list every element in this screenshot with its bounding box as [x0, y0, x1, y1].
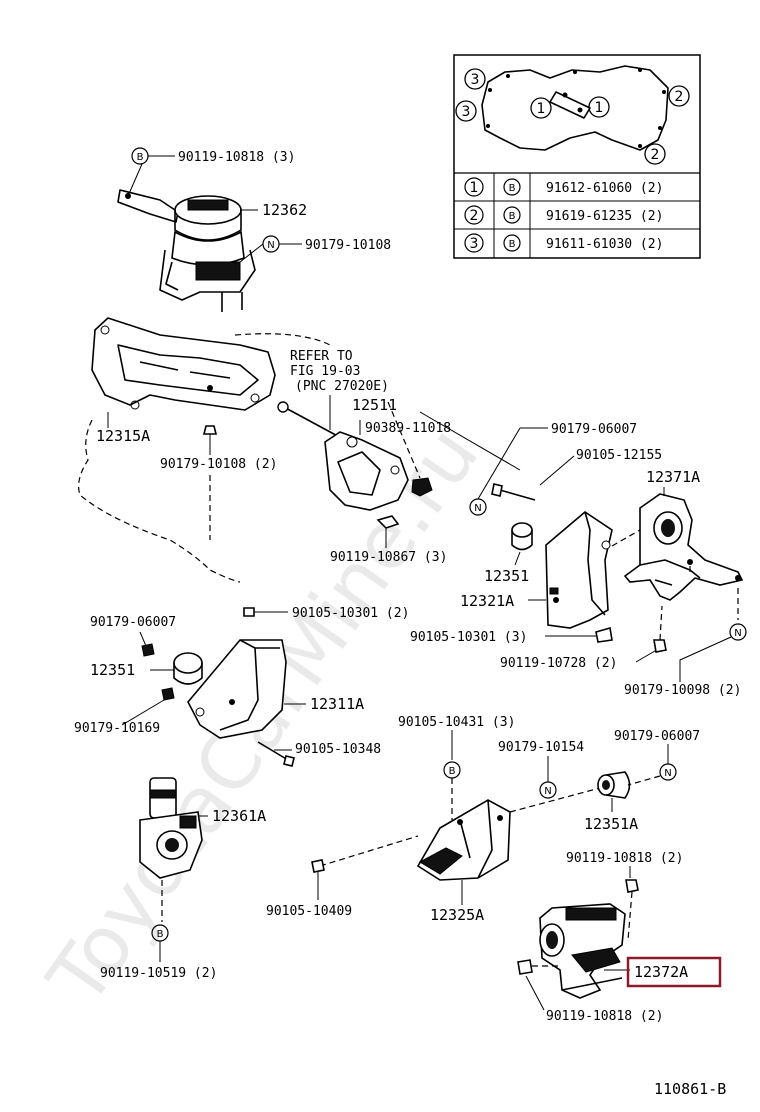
part-label[interactable]: 12351A — [584, 815, 638, 833]
part-label[interactable]: 90105-10409 — [266, 904, 352, 919]
part-label[interactable]: 90179-06007 — [551, 422, 637, 437]
part-label[interactable]: 90179-10108 — [305, 238, 391, 253]
engine-mount-12371A[interactable] — [623, 493, 744, 601]
svg-text:N: N — [664, 768, 671, 779]
part-label-12372A[interactable]: 12372A — [634, 963, 688, 981]
nut-symbol-icon: N — [262, 235, 280, 253]
callout-1-icon: 1 — [530, 97, 552, 119]
engine-mount-12372A[interactable] — [539, 903, 626, 999]
svg-text:(PNC 27020E): (PNC 27020E) — [295, 379, 389, 394]
part-label[interactable]: 12511 — [352, 396, 397, 414]
legend-row-3: 3 B 91611-61030 (2) — [464, 233, 663, 253]
legend-part-number: 91611-61030 (2) — [546, 237, 663, 252]
part-label[interactable]: 90119-10818 (2) — [546, 1009, 663, 1024]
part-label[interactable]: 90119-10519 (2) — [100, 966, 217, 981]
bolt-symbol-icon: B — [443, 761, 461, 779]
part-label[interactable]: 12371A — [646, 468, 700, 486]
bushing-12351A[interactable] — [597, 771, 631, 799]
callout-1-icon: 1 — [588, 96, 610, 118]
refer-note: REFER TO FIG 19-03 (PNC 27020E) — [290, 349, 389, 394]
svg-text:B: B — [449, 766, 456, 777]
part-label[interactable]: 90179-10098 (2) — [624, 683, 741, 698]
figure-id: 110861-B — [654, 1080, 726, 1098]
legend-row-1: 1 B 91612-61060 (2) — [464, 177, 663, 197]
inset-legend: 3 3 1 1 2 2 1 B 91612-61060 (2) 2 B 9161… — [453, 54, 701, 259]
bushing-12351-right[interactable] — [511, 522, 533, 551]
part-label[interactable]: 90119-10818 (2) — [566, 851, 683, 866]
part-label[interactable]: 12361A — [212, 807, 266, 825]
svg-text:N: N — [734, 628, 741, 639]
svg-text:REFER TO: REFER TO — [290, 349, 353, 364]
callout-2-icon: 2 — [668, 85, 690, 107]
part-label[interactable]: 90179-06007 — [90, 615, 176, 630]
bracket-12311A[interactable] — [187, 639, 287, 739]
part-label[interactable]: 12351 — [484, 567, 529, 585]
svg-text:3: 3 — [470, 236, 479, 252]
part-label[interactable]: 90179-10108 (2) — [160, 457, 277, 472]
part-label[interactable]: 90105-10301 (2) — [292, 606, 409, 621]
bolt-symbol-icon: B — [131, 147, 149, 165]
part-label[interactable]: 90119-10818 (3) — [178, 150, 295, 165]
svg-text:N: N — [267, 240, 274, 251]
nut-symbol-icon: N — [469, 498, 487, 516]
part-label[interactable]: 90119-10867 (3) — [330, 550, 447, 565]
svg-text:1: 1 — [537, 101, 546, 117]
svg-text:3: 3 — [462, 104, 471, 120]
callout-3-icon: 3 — [455, 100, 477, 122]
bolt-90105-12155[interactable] — [491, 483, 536, 501]
svg-text:1: 1 — [470, 180, 479, 196]
part-label[interactable]: 12325A — [430, 906, 484, 924]
svg-text:B: B — [509, 211, 516, 222]
legend-row-2: 2 B 91619-61235 (2) — [464, 205, 663, 225]
svg-text:N: N — [544, 786, 551, 797]
part-label[interactable]: 12351 — [90, 661, 135, 679]
svg-text:2: 2 — [470, 208, 479, 224]
part-label[interactable]: 90179-10154 — [498, 740, 584, 755]
part-label[interactable]: 90389-11018 — [365, 421, 451, 436]
part-label[interactable]: 90105-10431 (3) — [398, 715, 515, 730]
engine-mount-12362[interactable] — [117, 189, 256, 312]
part-label[interactable]: 90179-06007 — [614, 729, 700, 744]
engine-outline — [78, 333, 331, 583]
svg-text:2: 2 — [675, 89, 684, 105]
part-label[interactable]: 90105-10301 (3) — [410, 630, 527, 645]
part-label-12362: 12362 — [262, 201, 307, 219]
bracket-12325A[interactable] — [416, 799, 511, 881]
svg-text:2: 2 — [651, 147, 660, 163]
svg-text:FIG 19-03: FIG 19-03 — [290, 364, 360, 379]
nut-symbol-icon: N — [539, 781, 557, 799]
nut-symbol-icon: N — [659, 763, 677, 781]
callout-3-icon: 3 — [464, 68, 486, 90]
part-label[interactable]: 90179-10169 — [74, 721, 160, 736]
svg-text:N: N — [474, 503, 481, 514]
legend-part-number: 91619-61235 (2) — [546, 209, 663, 224]
bracket-12321A[interactable] — [545, 511, 613, 629]
part-label[interactable]: 12311A — [310, 695, 364, 713]
bushing-12351-left[interactable] — [173, 652, 203, 685]
engine-mount-12361A[interactable] — [139, 777, 203, 879]
nut-90179-06007 — [411, 477, 433, 497]
svg-text:B: B — [137, 152, 144, 163]
legend-part-number: 91612-61060 (2) — [546, 181, 663, 196]
part-label[interactable]: 90119-10728 (2) — [500, 656, 617, 671]
through-bolt-90389-11018[interactable] — [277, 401, 346, 441]
part-label[interactable]: 90105-12155 — [576, 448, 662, 463]
part-label[interactable]: 12321A — [460, 592, 514, 610]
callout-2-icon: 2 — [644, 143, 666, 165]
svg-text:3: 3 — [471, 72, 480, 88]
highlight-box-12372A — [626, 956, 722, 988]
svg-text:B: B — [509, 183, 516, 194]
bracket-12315A[interactable] — [91, 317, 276, 411]
svg-text:1: 1 — [595, 100, 604, 116]
bracket-12511[interactable] — [324, 431, 409, 511]
part-label[interactable]: 12315A — [96, 427, 150, 445]
part-label[interactable]: 90105-10348 — [295, 742, 381, 757]
nut-symbol-icon: N — [729, 623, 747, 641]
svg-text:B: B — [157, 929, 164, 940]
svg-text:B: B — [509, 239, 516, 250]
